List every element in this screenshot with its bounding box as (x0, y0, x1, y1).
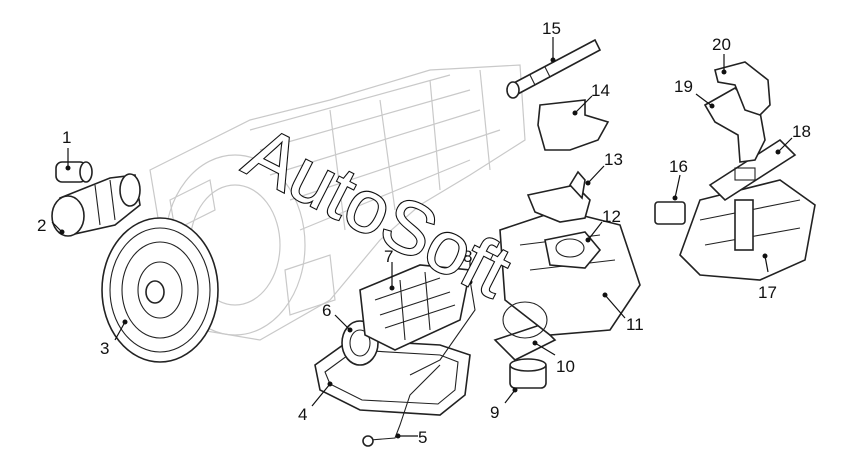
callout-19: 19 (674, 77, 693, 96)
part-11-housing (499, 209, 641, 339)
callout-15: 15 (542, 19, 561, 38)
callout-11: 11 (626, 315, 644, 334)
part-3-torque-converter (101, 217, 219, 363)
callout-18: 18 (792, 122, 811, 141)
part-15-shaft (506, 38, 602, 99)
callout-7: 7 (384, 247, 393, 266)
callout-labels: 1 2 3 4 5 6 7 8 9 10 11 12 13 14 15 16 1… (37, 19, 811, 447)
callout-17: 17 (758, 283, 777, 302)
callout-4: 4 (298, 405, 307, 424)
callout-8: 8 (463, 247, 472, 266)
part-7-valve-body (359, 264, 471, 351)
part-13-bracket (526, 170, 591, 223)
part-20-knob (714, 61, 771, 116)
part-17-shifter-base (679, 179, 816, 281)
part-1-solenoid (55, 161, 93, 183)
callout-6: 6 (322, 301, 331, 320)
callout-16: 16 (669, 157, 688, 176)
callout-2: 2 (37, 216, 46, 235)
part-14-heat-shield (537, 99, 610, 151)
callout-5: 5 (418, 428, 427, 447)
part-8-pipe (409, 279, 476, 376)
callout-1: 1 (62, 128, 71, 147)
callout-20: 20 (712, 35, 731, 54)
callout-14: 14 (591, 81, 610, 100)
callout-10: 10 (556, 357, 575, 376)
part-9-sensor (509, 358, 547, 389)
leader-lines (51, 37, 793, 439)
part-16-plug (654, 201, 686, 225)
callout-9: 9 (490, 403, 499, 422)
callout-12: 12 (602, 207, 621, 226)
callout-13: 13 (604, 150, 623, 169)
part-5-filler-tube (362, 364, 441, 447)
callout-3: 3 (100, 339, 109, 358)
part-2-starter-motor (51, 173, 141, 237)
